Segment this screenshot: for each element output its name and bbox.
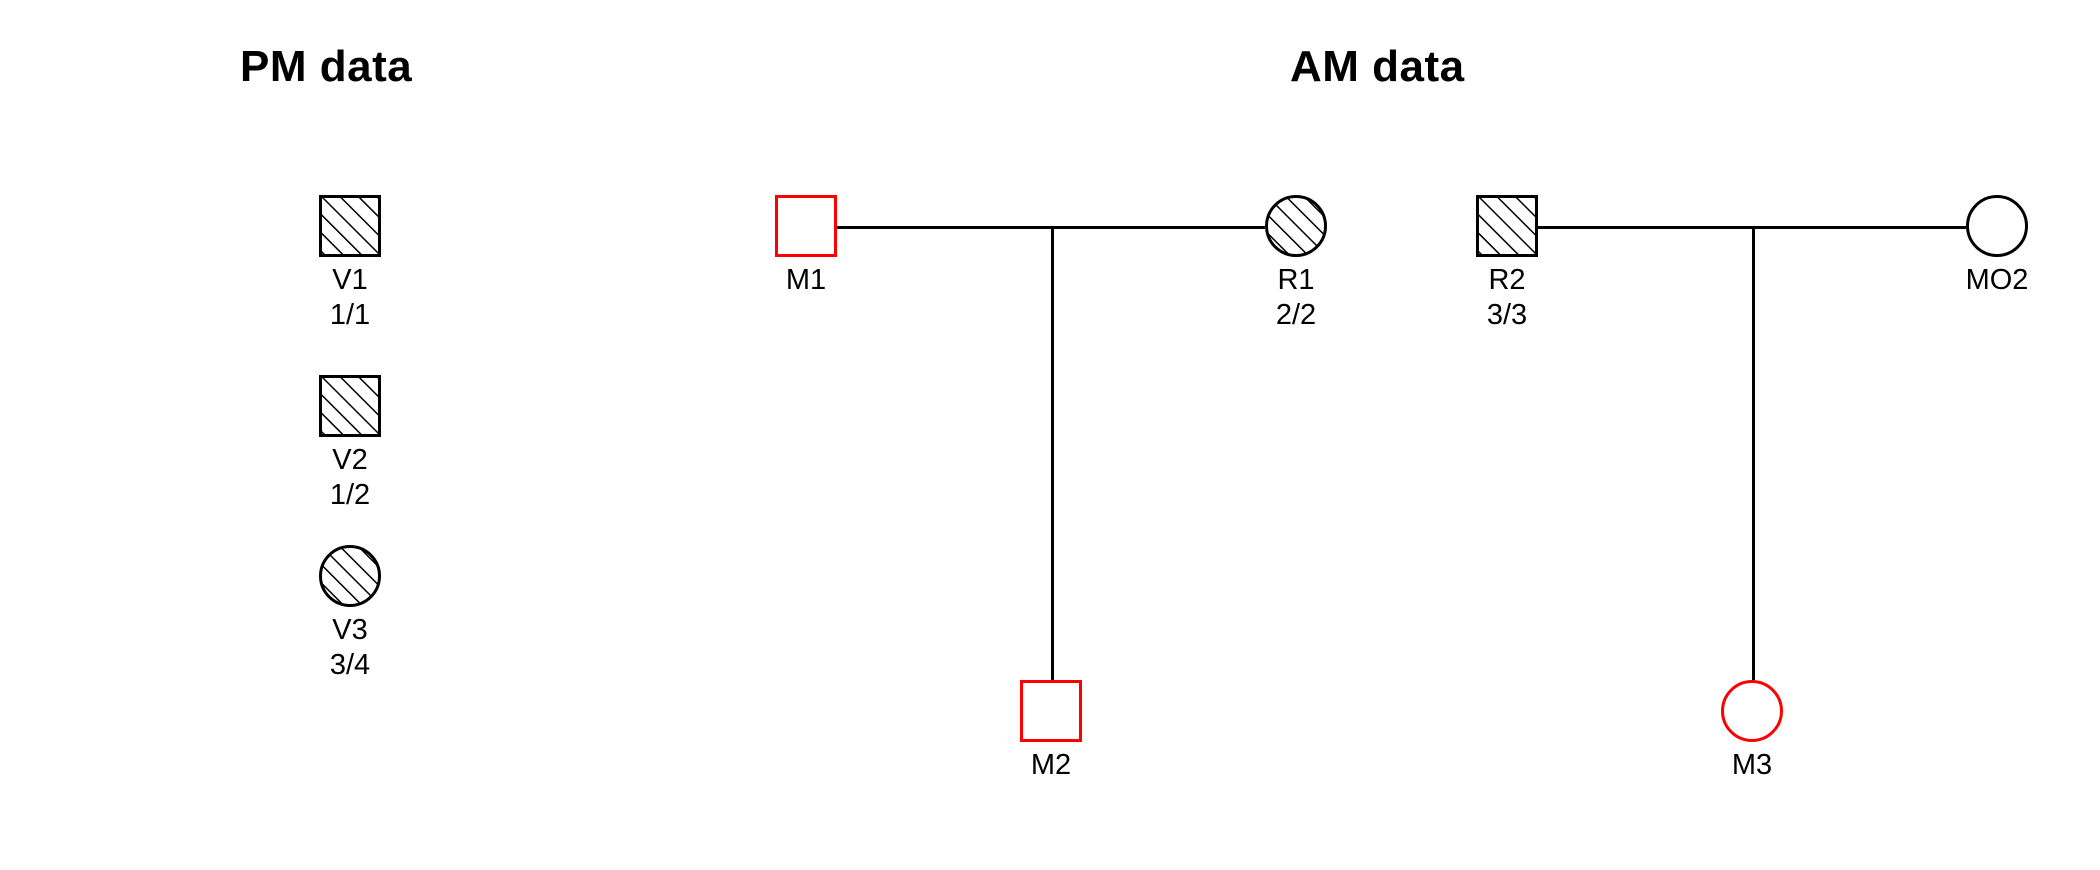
pm-node-v1[interactable]: V1 1/1 (270, 195, 430, 334)
circle-hatched-icon (319, 545, 381, 607)
circle-open-red-icon (1721, 680, 1783, 742)
individual-label: M2 (1030, 749, 1072, 781)
individual-genotype: 3/3 (1486, 299, 1528, 332)
symbol-wrap (1917, 195, 2077, 257)
symbol-wrap (1216, 195, 1376, 257)
descent-line-family-2 (1752, 226, 1755, 680)
symbol-wrap (270, 545, 430, 607)
individual-label: V3 (332, 614, 368, 646)
am-data-title: AM data (1290, 42, 1465, 91)
symbol-wrap (726, 195, 886, 257)
am-node-m1[interactable]: M1 (726, 195, 886, 298)
pm-node-v2[interactable]: V2 1/2 (270, 375, 430, 514)
pm-node-v3[interactable]: V3 3/4 (270, 545, 430, 684)
am-node-m2[interactable]: M2 (971, 680, 1131, 783)
circle-open-icon (1966, 195, 2028, 257)
symbol-wrap (270, 375, 430, 437)
am-node-r1[interactable]: R1 2/2 (1216, 195, 1376, 334)
am-node-mo2[interactable]: MO2 (1917, 195, 2077, 298)
individual-genotype: 1/2 (329, 479, 371, 512)
individual-label: M1 (785, 264, 827, 296)
square-open-red-icon (775, 195, 837, 257)
symbol-wrap (270, 195, 430, 257)
circle-hatched-icon (1265, 195, 1327, 257)
descent-line-family-1 (1051, 226, 1054, 680)
individual-label: R1 (1277, 264, 1315, 296)
square-hatched-icon (1476, 195, 1538, 257)
pm-data-title: PM data (240, 42, 413, 91)
individual-label: V1 (332, 264, 368, 296)
individual-label: V2 (332, 444, 368, 476)
square-hatched-icon (319, 195, 381, 257)
am-node-r2[interactable]: R2 3/3 (1427, 195, 1587, 334)
symbol-wrap (1672, 680, 1832, 742)
individual-label: M3 (1731, 749, 1773, 781)
am-node-m3[interactable]: M3 (1672, 680, 1832, 783)
individual-label: R2 (1488, 264, 1526, 296)
square-open-red-icon (1020, 680, 1082, 742)
individual-genotype: 3/4 (329, 649, 371, 682)
symbol-wrap (1427, 195, 1587, 257)
individual-genotype: 2/2 (1275, 299, 1317, 332)
individual-genotype: 1/1 (329, 299, 371, 332)
symbol-wrap (971, 680, 1131, 742)
individual-label: MO2 (1965, 264, 2029, 296)
square-hatched-icon (319, 375, 381, 437)
